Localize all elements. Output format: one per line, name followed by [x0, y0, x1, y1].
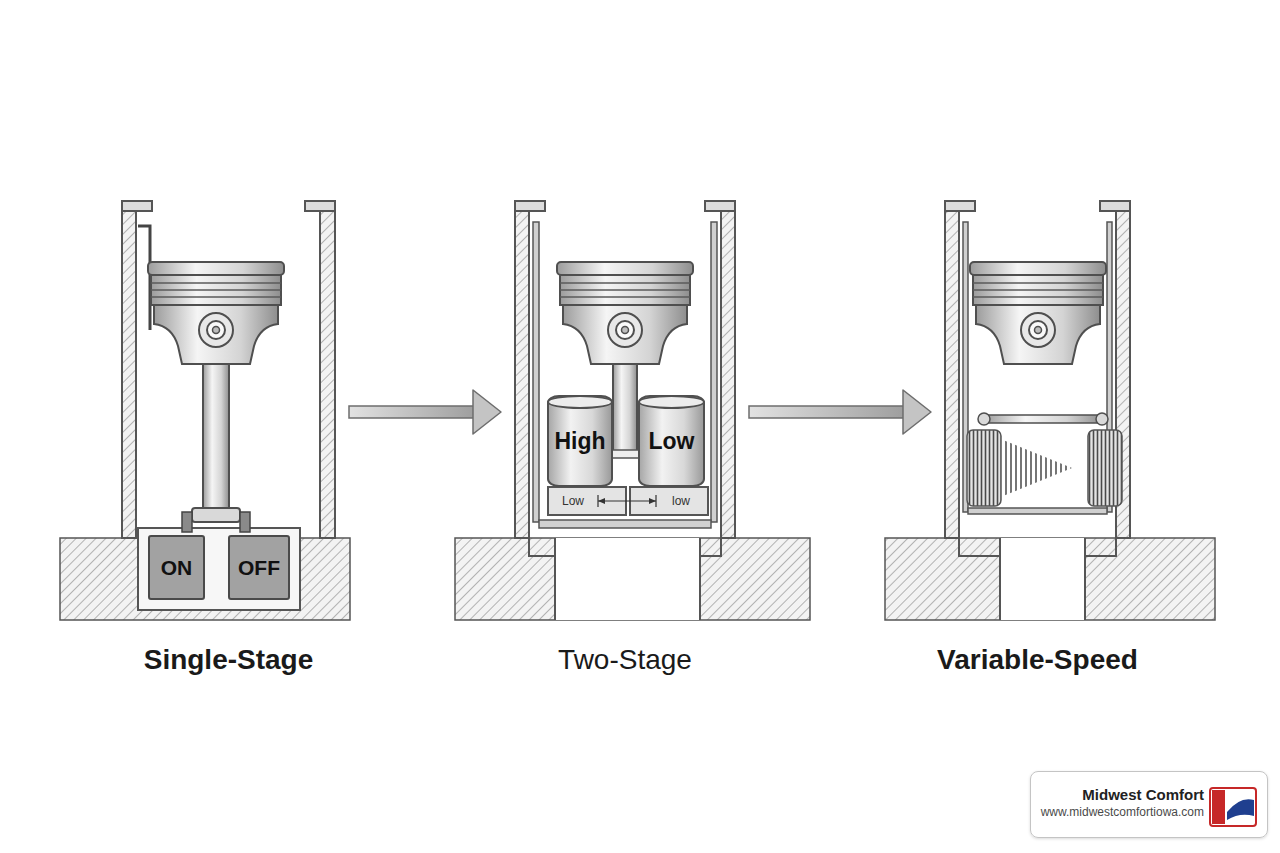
housing-wall	[320, 206, 335, 538]
housing-flange	[959, 538, 1000, 556]
opening-edge	[554, 538, 556, 620]
housing-opening	[555, 538, 700, 620]
stage-cylinder: High	[547, 395, 612, 487]
stage-label: Low	[649, 428, 695, 454]
ground-hatch	[455, 538, 810, 620]
rod-collar	[192, 508, 240, 522]
housing-flange	[1085, 538, 1116, 556]
shaft-end	[1096, 413, 1108, 425]
stage-tag: low	[670, 494, 692, 508]
housing-wall	[122, 206, 136, 538]
inner-floor	[539, 520, 711, 528]
stage-tag: Low	[560, 494, 586, 508]
housing-opening	[1000, 538, 1085, 620]
housing-wall	[945, 206, 959, 538]
flow-arrow	[749, 390, 931, 434]
housing-cap	[1100, 201, 1130, 211]
brand-url: www.midwestcomfortiowa.com	[1041, 804, 1204, 820]
inner-bracket	[138, 226, 150, 330]
piston	[148, 262, 284, 364]
arrow-head	[903, 390, 931, 434]
stage-caption: Two-Stage	[558, 640, 692, 680]
housing-cap	[122, 201, 152, 211]
motor-shaft	[984, 415, 1102, 423]
inner-floor	[968, 508, 1107, 514]
housing-cap	[515, 201, 545, 211]
connecting-rod	[203, 364, 229, 510]
housing-flange	[700, 538, 721, 556]
ground-hatch	[885, 538, 1215, 620]
switch-box: ON	[148, 535, 205, 600]
housing-flange	[529, 538, 555, 556]
compressor-housing: Single-StageONOFF	[122, 205, 335, 620]
inner-wall	[711, 222, 717, 522]
housing-wall	[721, 206, 735, 538]
switch-contact	[182, 512, 192, 532]
inner-wall	[533, 222, 539, 522]
opening-edge	[699, 538, 701, 620]
arrow-head	[473, 390, 501, 434]
stage-caption: Variable-Speed	[937, 640, 1138, 680]
housing-wall	[515, 206, 529, 538]
shaft-end	[978, 413, 990, 425]
logo-mark	[1227, 799, 1254, 820]
housing-cap	[945, 201, 975, 211]
piston	[970, 262, 1106, 364]
housing-cap	[705, 201, 735, 211]
dimension-head	[598, 498, 605, 504]
flow-arrow	[349, 390, 501, 434]
connecting-rod	[613, 364, 637, 452]
stage-coupler	[610, 450, 640, 458]
stage-cylinder: Low	[638, 395, 705, 487]
brand-name: Midwest Comfort	[1082, 786, 1204, 804]
arrow-shaft	[749, 406, 905, 418]
stage-caption: Single-Stage	[144, 640, 314, 680]
opening-edge	[999, 538, 1001, 620]
switch-pit	[138, 528, 300, 610]
motor-coil	[967, 430, 1001, 506]
speed-field	[1003, 440, 1072, 496]
compressor-housing: Two-StageHighLow	[515, 205, 735, 620]
piston	[557, 262, 693, 364]
switch-label: OFF	[238, 556, 280, 580]
compressor-housing: Variable-Speed	[945, 205, 1130, 620]
stage-label: High	[554, 428, 605, 454]
switch-box: OFF	[228, 535, 290, 600]
opening-edge	[1084, 538, 1086, 620]
logo-mark	[1212, 790, 1225, 824]
arrow-shaft	[349, 406, 475, 418]
dimension-head	[649, 498, 656, 504]
logo-mark	[1210, 788, 1256, 826]
logo-badge: Midwest Comfortwww.midwestcomfortiowa.co…	[1030, 771, 1268, 838]
motor-coil	[1088, 430, 1122, 506]
housing-cap	[305, 201, 335, 211]
switch-label: ON	[161, 556, 193, 580]
dimension-line	[598, 500, 656, 501]
switch-contact	[240, 512, 250, 532]
